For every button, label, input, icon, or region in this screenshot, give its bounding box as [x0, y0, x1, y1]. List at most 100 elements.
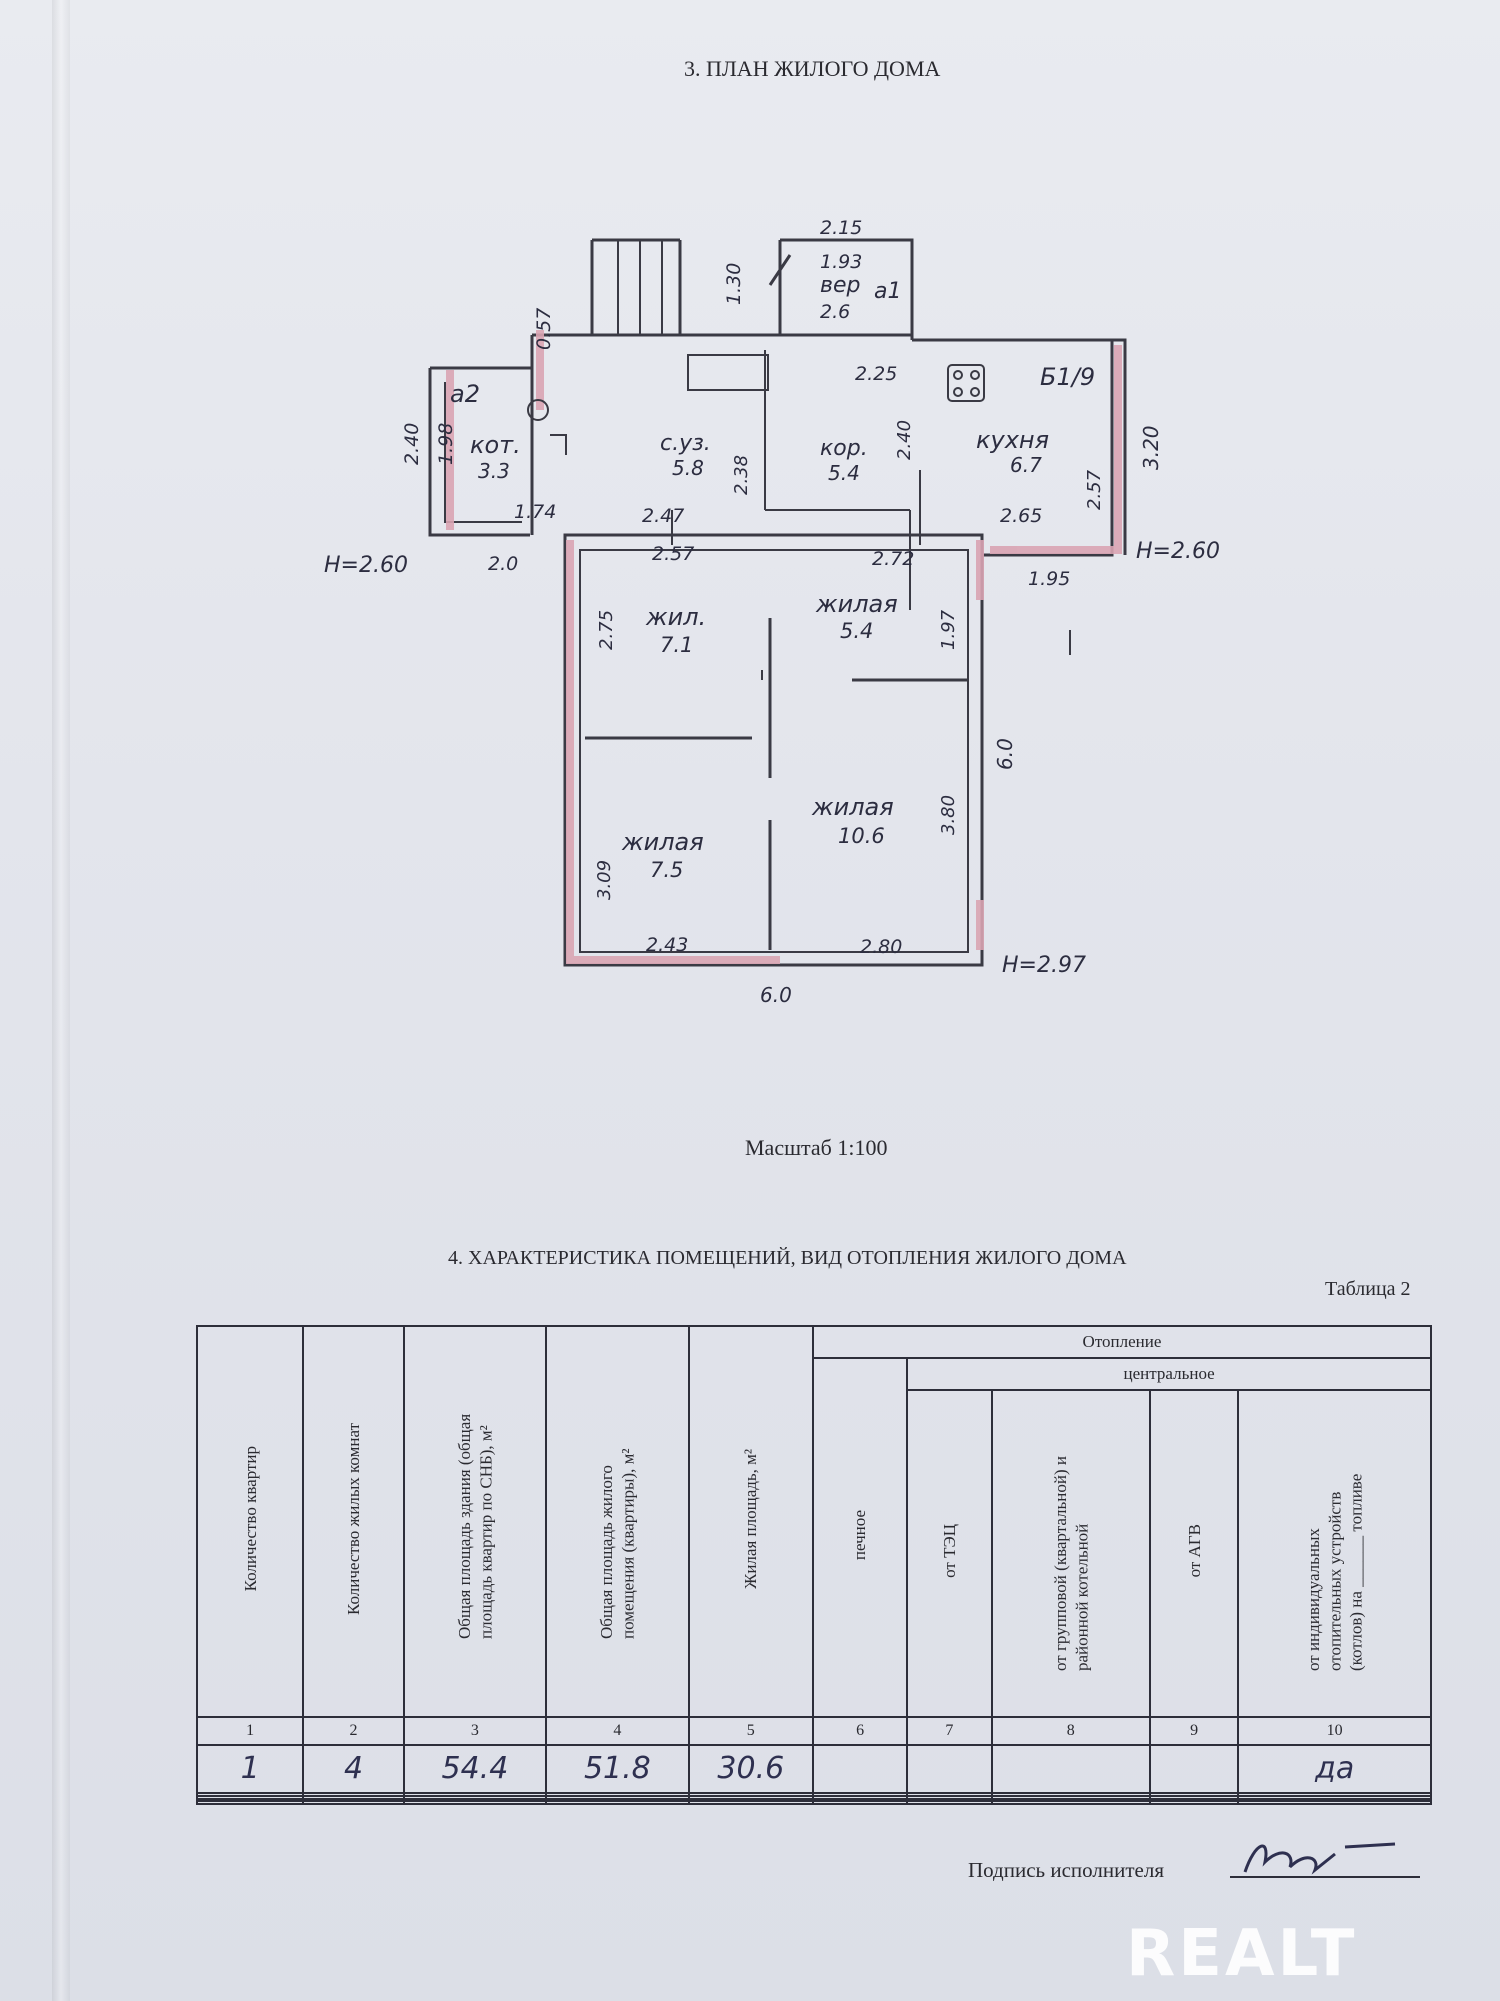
plan-dim-198: 1.98 [435, 423, 457, 465]
col-number: 9 [1149, 1715, 1240, 1746]
col-number: 7 [906, 1715, 993, 1746]
signature-mark [1230, 1842, 1420, 1878]
table-row [195, 1800, 1432, 1805]
cell-agv [1149, 1743, 1240, 1795]
col-number: 6 [811, 1715, 909, 1746]
plan-mark-a2: а2 [450, 380, 480, 408]
plan-dim-60-bottom: 6.0 [760, 983, 792, 1007]
col-number: 3 [402, 1715, 548, 1746]
plan-area-corridor: 5.4 [828, 461, 860, 485]
floor-plan: 2.15 1.93 вер а1 2.6 1.30 0.57 а2 2.40 1… [324, 217, 1220, 1007]
plan-label-corridor: кор. [820, 436, 868, 461]
plan-dim-240-left: 2.40 [401, 423, 423, 465]
plan-mark-b: Б1/9 [1040, 363, 1095, 391]
plan-label-living4: жилая [621, 828, 704, 856]
plan-label-living3: жилая [811, 793, 894, 821]
header-heating: Отопление [811, 1325, 1433, 1359]
table-row [195, 1792, 1432, 1797]
plan-label-bathroom: с.уз. [660, 431, 711, 456]
cell-apartments: 1 [195, 1743, 305, 1795]
plan-dim-247: 2.47 [642, 505, 684, 527]
col-number: 8 [990, 1715, 1152, 1746]
plan-height-left: Н=2.60 [324, 553, 408, 578]
plan-dim-243: 2.43 [646, 934, 688, 956]
plan-dim-280: 2.80 [860, 936, 902, 958]
header-central: центральное [906, 1357, 1432, 1391]
characteristics-table: Количество квартир Количество жилых комн… [195, 1325, 1433, 1805]
wall-hatch [446, 330, 1122, 964]
plan-label-veranda: вер [820, 273, 860, 298]
col-number: 5 [687, 1715, 814, 1746]
header-col-3: Общая площадь здания (общая площадь квар… [402, 1325, 548, 1718]
plan-label-living2: жилая [815, 590, 898, 618]
cell-total-area-building: 54.4 [402, 1743, 548, 1795]
plan-dim-257: 2.57 [1084, 469, 1105, 510]
col-number: 10 [1237, 1715, 1432, 1746]
table-caption: Таблица 2 [1325, 1278, 1411, 1300]
plan-dim-240-mid: 2.40 [894, 420, 915, 460]
cell-living-area: 30.6 [687, 1743, 814, 1795]
cell-rooms: 4 [302, 1743, 405, 1795]
fixtures [527, 354, 985, 455]
plan-dim-60-right: 6.0 [993, 738, 1017, 770]
scale-label: Масштаб 1:100 [745, 1135, 888, 1160]
plan-dim-veranda-inner: 1.93 [820, 251, 862, 273]
plan-dim-272: 2.72 [872, 548, 914, 570]
plan-label-living1: жил. [645, 603, 706, 631]
plan-height-right: Н=2.60 [1136, 539, 1220, 564]
plan-area-bathroom: 5.8 [672, 456, 704, 480]
plan-area-living2: 5.4 [840, 619, 873, 643]
column-numbers-row: 1 2 3 4 5 6 7 8 9 10 [195, 1715, 1432, 1746]
plan-dim-porch: 1.30 [723, 263, 745, 305]
header-col-10: от индивидуальных отопительных устройств… [1237, 1389, 1432, 1718]
cell-total-area-premises: 51.8 [545, 1743, 690, 1795]
col-number: 1 [195, 1715, 305, 1746]
plan-dim-20: 2.0 [488, 553, 518, 575]
section3-title: 3. ПЛАН ЖИЛОГО ДОМА [684, 56, 941, 81]
plan-label-kitchen: кухня [976, 426, 1049, 454]
plan-area-living1: 7.1 [660, 633, 693, 657]
plan-dim-275: 2.75 [596, 610, 617, 650]
plan-dim-225: 2.25 [855, 363, 897, 385]
plan-label-boiler: кот. [470, 431, 521, 459]
cell-stove [811, 1743, 909, 1795]
walls [428, 238, 1127, 967]
table-row [195, 1795, 1432, 1800]
cell-group-boiler [990, 1743, 1152, 1795]
plan-dim-174: 1.74 [514, 501, 556, 523]
plan-dim-197: 1.97 [938, 609, 959, 650]
plan-area-veranda: 2.6 [820, 301, 850, 323]
header-col-7: от ТЭЦ [906, 1389, 993, 1718]
plan-dim-257-bottom: 2.57 [652, 543, 694, 565]
header-col-6: печное [811, 1357, 909, 1718]
plan-dim-380: 3.80 [938, 795, 959, 835]
header-col-2: Количество жилых комнат [302, 1325, 405, 1718]
cell-individual: да [1237, 1743, 1432, 1795]
plan-height-bottom: Н=2.97 [1002, 953, 1086, 978]
col-number: 2 [302, 1715, 405, 1746]
cell-tec [906, 1743, 993, 1795]
header-col-8: от групповой (квартальной) и районной ко… [990, 1389, 1152, 1718]
plan-dim-057: 0.57 [533, 308, 555, 350]
page-fold [52, 0, 70, 2001]
plan-dim-309: 3.09 [594, 860, 615, 900]
header-col-1: Количество квартир [195, 1325, 305, 1718]
plan-dim-195: 1.95 [1028, 568, 1070, 590]
header-col-9: от АГВ [1149, 1389, 1240, 1718]
header-col-5: Жилая площадь, м² [687, 1325, 814, 1718]
plan-dim-320: 3.20 [1139, 425, 1163, 470]
table-row: 1 4 54.4 51.8 30.6 да [195, 1743, 1432, 1795]
section4-title: 4. ХАРАКТЕРИСТИКА ПОМЕЩЕНИЙ, ВИД ОТОПЛЕН… [448, 1247, 1127, 1269]
plan-area-living4: 7.5 [650, 858, 683, 882]
plan-area-living3: 10.6 [838, 824, 885, 848]
plan-dim-238: 2.38 [731, 455, 752, 495]
plan-mark-a1: а1 [874, 279, 901, 304]
col-number: 4 [545, 1715, 690, 1746]
plan-area-boiler: 3.3 [478, 459, 510, 483]
signature-label: Подпись исполнителя [968, 1858, 1164, 1882]
watermark-logo: REALT [1126, 1917, 1358, 1991]
plan-dim-veranda-outer: 2.15 [820, 217, 862, 239]
plan-area-kitchen: 6.7 [1010, 453, 1042, 477]
plan-dim-265: 2.65 [1000, 505, 1042, 527]
